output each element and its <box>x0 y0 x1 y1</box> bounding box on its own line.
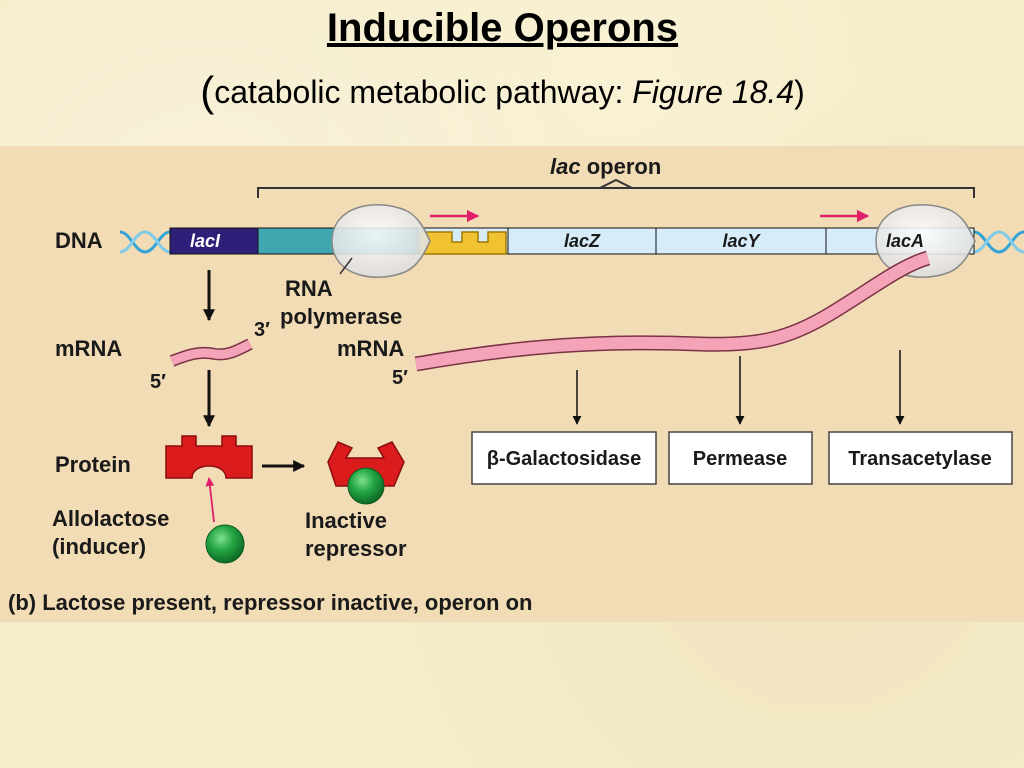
operon-bracket <box>258 188 974 198</box>
mrna-left-3prime: 3′ <box>254 319 270 341</box>
inducer-binding-arrow <box>209 478 214 522</box>
active-repressor-protein <box>166 436 252 478</box>
lacz-label: lacZ <box>564 231 601 251</box>
operon-label: lac operon <box>550 154 661 179</box>
allolactose-inducer <box>206 525 244 563</box>
operator-site <box>420 232 506 254</box>
rna-polymerase-left <box>332 205 430 277</box>
lac-operon-diagram: lac operon DNA lacI lacZ lacY lacA RNA p… <box>0 146 1024 622</box>
figure-panel: lac operon DNA lacI lacZ lacY lacA RNA p… <box>0 146 1024 622</box>
rna-polymerase-label-2: polymerase <box>280 304 402 329</box>
dna-label: DNA <box>55 228 103 253</box>
product-transacetylase: Transacetylase <box>848 448 991 470</box>
subtitle-open-paren: ( <box>200 68 214 115</box>
slide-title: Inducible Operons <box>0 6 1005 51</box>
rna-polymerase-label-1: RNA <box>285 276 333 301</box>
mrna-left-5prime: 5′ <box>150 371 166 393</box>
laci-label: lacI <box>190 231 221 251</box>
product-permease: Permease <box>693 448 788 470</box>
allolactose-label-2: (inducer) <box>52 534 146 559</box>
mrna-right-5prime: 5′ <box>392 367 408 389</box>
mrna-right-label: mRNA <box>337 336 404 361</box>
dna-helix-right <box>974 232 1024 252</box>
allolactose-label-1: Allolactose <box>52 506 169 531</box>
protein-label: Protein <box>55 452 131 477</box>
laca-label: lacA <box>886 231 924 251</box>
subtitle-figure-ref: Figure 18.4 <box>632 74 794 110</box>
figure-caption: (b) Lactose present, repressor inactive,… <box>8 590 532 615</box>
inactive-label-1: Inactive <box>305 508 387 533</box>
lacy-label: lacY <box>722 231 761 251</box>
mrna-left-label: mRNA <box>55 336 122 361</box>
subtitle-close-paren: ) <box>794 74 805 110</box>
dna-helix-left <box>120 232 170 252</box>
inactive-repressor <box>328 442 404 504</box>
slide-subtitle: (catabolic metabolic pathway: Figure 18.… <box>0 68 1005 116</box>
product-galactosidase: β-Galactosidase <box>487 448 642 470</box>
subtitle-text: catabolic metabolic pathway: <box>214 74 632 110</box>
inactive-label-2: repressor <box>305 536 407 561</box>
